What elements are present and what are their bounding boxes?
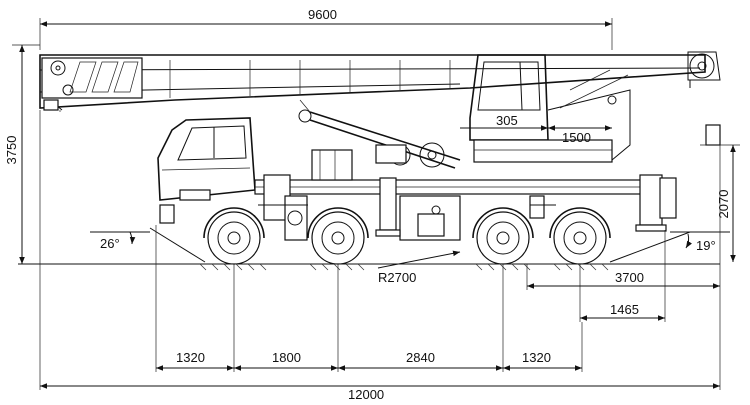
dim-rear-outrigger: 1465	[580, 302, 665, 321]
approach-angle-label: 26°	[100, 236, 120, 251]
dim-wheelbase-3-label: 1320	[522, 350, 551, 365]
dim-rear-overhang: 3700	[527, 270, 720, 289]
boom	[39, 51, 721, 146]
rear-outrigger	[635, 174, 677, 232]
departure-angle-label: 19°	[696, 238, 716, 253]
winch-drum	[687, 51, 721, 88]
extension-lines	[39, 110, 721, 390]
front-outrigger	[375, 177, 401, 237]
wheel-1	[203, 207, 265, 265]
crane-operator-cab	[469, 54, 631, 163]
dim-cab-1500-label: 1500	[562, 130, 591, 145]
wheel-3	[472, 207, 534, 265]
dim-turning-radius-label: R2700	[378, 270, 416, 285]
dim-rear-overhang-label: 3700	[615, 270, 644, 285]
dim-boom-length: 9600	[39, 7, 613, 50]
dim-boom-length-label: 9600	[308, 7, 337, 22]
counterweight	[705, 124, 721, 146]
dim-wheelbase-2-label: 2840	[406, 350, 435, 365]
dim-wheelbase-1-label: 1800	[272, 350, 301, 365]
dim-wheelbase-row: 1320 1800 2840 1320	[156, 350, 582, 371]
truck-chassis	[157, 117, 677, 241]
dim-overall-length: 12000	[40, 383, 720, 402]
dim-cab-305-label: 305	[496, 113, 518, 128]
dim-cab: 305 1500	[460, 113, 612, 145]
dim-overall-height-label: 3750	[4, 136, 19, 165]
departure-angle-lines: 19°	[609, 231, 730, 263]
dim-front-overhang-label: 1320	[176, 350, 205, 365]
wheel-4	[549, 207, 611, 265]
dim-turning-radius: R2700	[377, 250, 461, 285]
dim-rear-height-label: 2070	[716, 190, 731, 219]
approach-angle-lines: 26°	[90, 227, 206, 263]
truck-driver-cab	[157, 117, 256, 224]
wheels	[203, 204, 611, 265]
dim-overall-length-label: 12000	[348, 387, 384, 402]
boom-head	[41, 57, 143, 111]
dim-overall-height: 3750	[4, 44, 40, 264]
dim-rear-outrigger-label: 1465	[610, 302, 639, 317]
wheel-2	[307, 207, 369, 265]
